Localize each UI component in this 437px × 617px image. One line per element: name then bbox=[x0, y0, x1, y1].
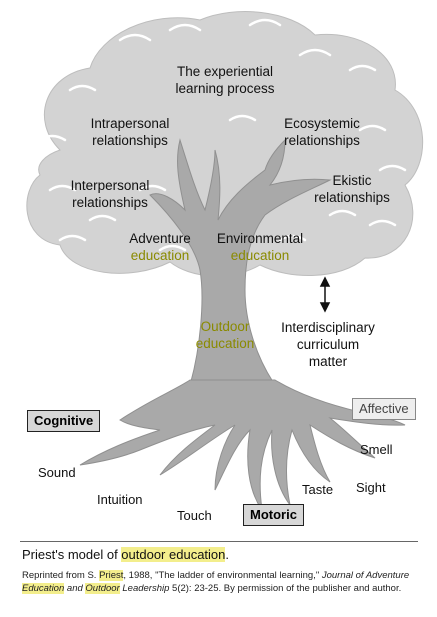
caption-divider bbox=[20, 541, 418, 542]
label-interdisciplinary: Interdisciplinary curriculum matter bbox=[281, 320, 375, 369]
label-smell: Smell bbox=[360, 442, 393, 457]
canopy bbox=[26, 11, 424, 277]
box-motoric: Motoric bbox=[243, 504, 304, 526]
label-sound: Sound bbox=[38, 465, 76, 480]
tree-illustration bbox=[26, 11, 424, 511]
roots bbox=[79, 379, 406, 511]
canopy-texture bbox=[38, 18, 407, 252]
label-ecosystemic: Ecosystemic relationships bbox=[284, 116, 360, 148]
label-ekistic: Ekistic relationships bbox=[314, 173, 390, 205]
label-intrapersonal: Intrapersonal relationships bbox=[90, 116, 170, 148]
caption-title: Priest's model of outdoor education. bbox=[22, 547, 230, 562]
double-arrow-icon bbox=[319, 276, 331, 313]
box-affective: Affective bbox=[352, 398, 416, 420]
trunk-and-branches bbox=[149, 138, 332, 386]
label-experiential-learning: The experiential learning process bbox=[175, 64, 275, 96]
label-touch: Touch bbox=[177, 508, 212, 523]
label-environmental-education: Environmental education bbox=[216, 231, 304, 263]
label-sight: Sight bbox=[356, 480, 386, 495]
label-intuition: Intuition bbox=[97, 492, 143, 507]
label-adventure-education: Adventure education bbox=[129, 231, 191, 263]
label-taste: Taste bbox=[302, 482, 334, 497]
box-cognitive: Cognitive bbox=[27, 410, 101, 432]
tree-diagram: The experiential learning process Intrap… bbox=[26, 11, 424, 526]
caption-credit: Reprinted from S. Priest, 1988, "The lad… bbox=[22, 570, 410, 594]
label-outdoor-education: Outdoor education bbox=[195, 319, 255, 351]
label-interpersonal: Interpersonal relationships bbox=[70, 178, 150, 210]
